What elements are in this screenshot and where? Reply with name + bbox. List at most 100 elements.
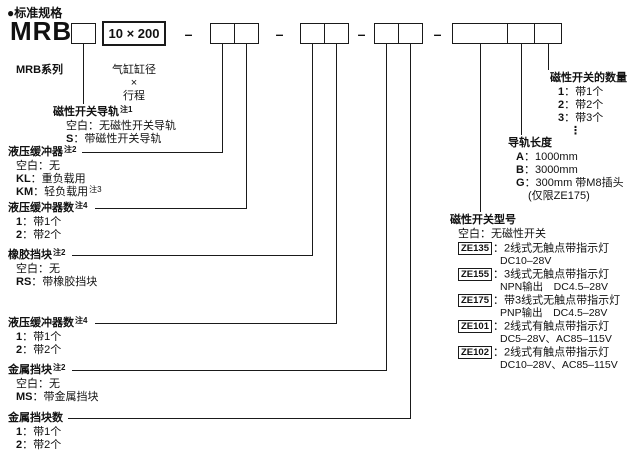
connector-line — [222, 44, 223, 152]
option-item: ZE101：2线式有触点带指示灯 — [450, 320, 620, 334]
buffer-count2-box — [324, 23, 349, 44]
model-prefix: MRB — [10, 16, 73, 46]
connector-line — [95, 323, 337, 324]
page-title: ●标准规格 — [7, 6, 63, 20]
section-title: 导轨长度 — [508, 137, 552, 149]
section-buffer-count-2: 液压缓冲器数注4 1：带1个 2：带2个 — [8, 316, 88, 357]
section-rail-length: 导轨长度 A：1000mm B：3000mm G：300mm 带M8插头 (仅限… — [508, 137, 624, 203]
connector-line — [410, 44, 411, 418]
note-ref: 注4 — [75, 316, 88, 325]
section-title: 磁性开关导轨注1 — [53, 105, 133, 118]
note-ref: 注2 — [53, 248, 66, 257]
note-ref: 注1 — [120, 105, 133, 114]
option-item: 空白：无 — [16, 160, 60, 172]
connector-line — [72, 255, 313, 256]
section-title: 金属挡块数 — [8, 412, 63, 424]
rubber-stopper-box — [300, 23, 325, 44]
buffer-type-box — [210, 23, 235, 44]
series-label: MRB系列 — [16, 64, 64, 76]
option-item: 空白：无 — [16, 378, 60, 390]
switch-model-code: ZE155 — [458, 268, 492, 281]
option-spec: DC10–28V — [500, 255, 552, 267]
option-spec: DC10–28V、AC85–115V — [500, 359, 618, 371]
switch-count-code-box — [534, 23, 562, 44]
rail-length-code-box — [507, 23, 535, 44]
option-item: S：带磁性开关导轨 — [66, 133, 162, 145]
option-item: 空白：无磁性开关 — [458, 228, 546, 240]
option-item: 1：带1个 — [16, 426, 62, 438]
section-metal-count: 金属挡块数 1：带1个 2：带2个 — [8, 412, 63, 452]
section-title: 橡胶挡块注2 — [8, 248, 66, 261]
connector-line — [246, 44, 247, 208]
section-switch-count: 磁性开关的数量 1：带1个 2：带2个 3：带3个 ⋮ — [550, 72, 627, 138]
connector-line — [83, 44, 84, 104]
connector-line — [95, 208, 247, 209]
switch-model-code: ZE175 — [458, 294, 492, 307]
separator-dash: – — [433, 26, 442, 42]
option-item: 2：带2个 — [16, 344, 62, 356]
option-item: 1：带1个 — [558, 86, 604, 98]
separator-dash: – — [275, 26, 284, 42]
connector-line — [68, 418, 411, 419]
option-item: 空白：无 — [16, 263, 60, 275]
option-item: G：300mm 带M8插头 — [516, 177, 624, 189]
section-switch-rail: 磁性开关导轨注1 空白：无磁性开关导轨 S：带磁性开关导轨 — [53, 105, 176, 146]
bore-stroke-value: 10 × 200 — [108, 26, 160, 41]
note-ref: 注2 — [64, 145, 77, 154]
option-item: 空白：无磁性开关导轨 — [66, 120, 176, 132]
section-title: 液压缓冲器数注4 — [8, 201, 88, 214]
option-item: ZE135：2线式无触点带指示灯 — [450, 242, 620, 256]
bore-label-line3: 行程 — [123, 90, 145, 102]
option-item: 3：带3个 — [558, 112, 604, 124]
option-spec: NPN输出 DC4.5–28V — [500, 281, 608, 293]
option-item: MS：带金属挡块 — [16, 391, 99, 403]
section-metal-stopper: 金属挡块注2 空白：无 MS：带金属挡块 — [8, 363, 99, 404]
bore-label-line2: × — [130, 77, 138, 89]
option-spec: DC5–28V、AC85–115V — [500, 333, 612, 345]
ellipsis-more: ⋮ — [570, 125, 581, 137]
section-switch-model: 磁性开关型号 空白：无磁性开关 ZE135：2线式无触点带指示灯 DC10–28… — [450, 214, 620, 371]
separator-dash: – — [357, 26, 366, 42]
option-item: 1：带1个 — [16, 216, 62, 228]
option-item: ZE102：2线式有触点带指示灯 — [450, 346, 620, 360]
option-item: ZE155：3线式无触点带指示灯 — [450, 268, 620, 282]
switch-rail-code-box — [71, 23, 96, 44]
connector-line — [82, 152, 223, 153]
note-ref: 注4 — [75, 201, 88, 210]
separator-dash: – — [184, 26, 193, 42]
section-title: 液压缓冲器注2 — [8, 145, 77, 158]
bore-label-line1: 气缸缸径 — [112, 64, 156, 76]
buffer-count-box — [234, 23, 259, 44]
option-item: 2：带2个 — [16, 439, 62, 451]
switch-model-code: ZE135 — [458, 242, 492, 255]
option-note: (仅限ZE175) — [528, 190, 590, 202]
option-item: KM：轻负载用注3 — [16, 185, 102, 198]
connector-line — [72, 370, 387, 371]
option-item: 2：带2个 — [16, 229, 62, 241]
connector-line — [521, 44, 522, 135]
option-item: ZE175：带3线式无触点带指示灯 — [450, 294, 620, 308]
option-item: B：3000mm — [516, 164, 578, 176]
connector-line — [548, 44, 549, 70]
option-item: KL：重负载用 — [16, 173, 86, 185]
section-hydraulic-buffer: 液压缓冲器注2 空白：无 KL：重负载用 KM：轻负载用注3 — [8, 145, 102, 199]
section-title: 磁性开关型号 — [450, 214, 516, 226]
connector-line — [480, 44, 481, 212]
connector-line — [336, 44, 337, 323]
option-spec: PNP输出 DC4.5–28V — [500, 307, 608, 319]
section-buffer-count-1: 液压缓冲器数注4 1：带1个 2：带2个 — [8, 201, 88, 242]
switch-model-code-box — [452, 23, 508, 44]
metal-count-box — [398, 23, 423, 44]
section-rubber-stopper: 橡胶挡块注2 空白：无 RS：带橡胶挡块 — [8, 248, 98, 289]
bore-stroke-box: 10 × 200 — [102, 21, 166, 46]
switch-model-code: ZE102 — [458, 346, 492, 359]
connector-line — [386, 44, 387, 370]
switch-model-code: ZE101 — [458, 320, 492, 333]
option-item: RS：带橡胶挡块 — [16, 276, 98, 288]
option-item: 2：带2个 — [558, 99, 604, 111]
option-item: 1：带1个 — [16, 331, 62, 343]
note-ref: 注2 — [53, 363, 66, 372]
bore-stroke-label: 气缸缸径 × 行程 — [102, 64, 166, 103]
section-title: 磁性开关的数量 — [550, 72, 627, 84]
